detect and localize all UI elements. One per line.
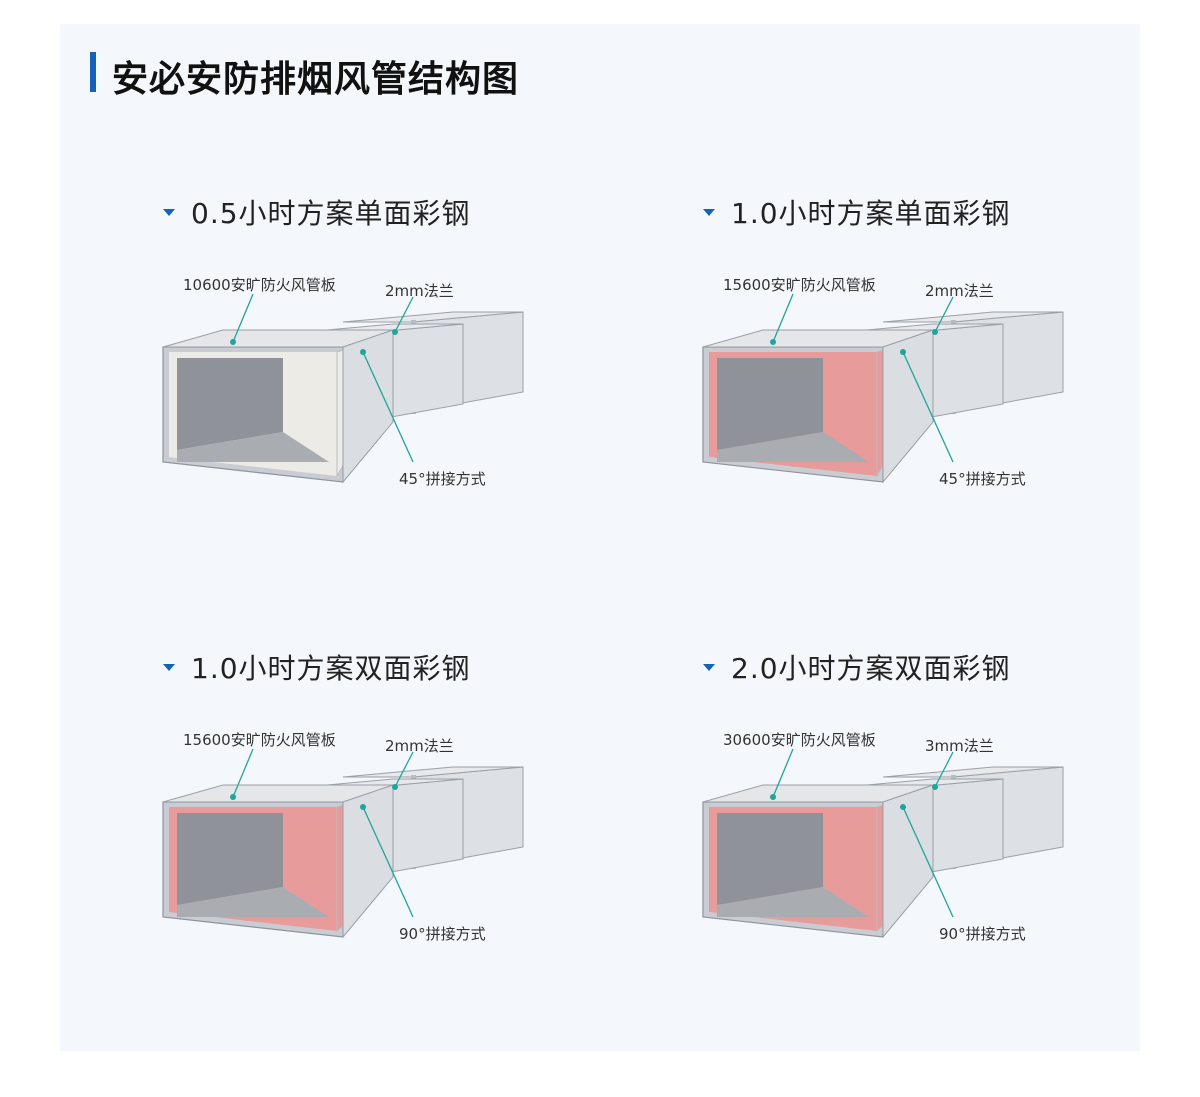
flange-label: 3mm法兰 bbox=[925, 737, 994, 755]
diagram-heading: 2.0小时方案双面彩钢 bbox=[731, 652, 1011, 685]
leader-dot bbox=[392, 784, 398, 790]
leader-dot bbox=[900, 804, 906, 810]
diagram-heading: 1.0小时方案双面彩钢 bbox=[191, 652, 471, 685]
duct-illustration bbox=[702, 293, 1064, 484]
leader-dot bbox=[900, 349, 906, 355]
caret-down-icon bbox=[703, 208, 715, 216]
board-label: 10600安旷防火风管板 bbox=[183, 276, 336, 294]
leader-lines bbox=[230, 748, 414, 918]
duct-front-section bbox=[702, 329, 934, 484]
diagram-3: 2.0小时方案双面彩钢 30600安旷防火风管板 3mm法兰 90°拼接方式 bbox=[702, 647, 1200, 1097]
diagram-heading-row: 1.0小时方案双面彩钢 bbox=[163, 647, 471, 687]
flange-label: 2mm法兰 bbox=[385, 737, 454, 755]
leader-lines bbox=[230, 293, 414, 463]
caret-down-icon bbox=[703, 663, 715, 671]
flange-label: 2mm法兰 bbox=[385, 282, 454, 300]
caret-down-icon bbox=[163, 208, 175, 216]
leader-dot bbox=[770, 794, 776, 800]
flange-label: 2mm法兰 bbox=[925, 282, 994, 300]
diagram-heading: 0.5小时方案单面彩钢 bbox=[191, 197, 471, 230]
leader-dot bbox=[360, 804, 366, 810]
duct-illustration bbox=[162, 293, 524, 484]
diagram-2: 1.0小时方案双面彩钢 15600安旷防火风管板 2mm法兰 90°拼接方式 bbox=[162, 647, 703, 1097]
board-label: 15600安旷防火风管板 bbox=[723, 276, 876, 294]
diagram-heading: 1.0小时方案单面彩钢 bbox=[731, 197, 1011, 230]
duct-illustration bbox=[162, 748, 524, 939]
diagram-heading-row: 1.0小时方案单面彩钢 bbox=[703, 192, 1011, 232]
leader-dot bbox=[770, 339, 776, 345]
board-label: 15600安旷防火风管板 bbox=[183, 731, 336, 749]
duct-front-section bbox=[162, 784, 394, 939]
joint-label: 45°拼接方式 bbox=[939, 470, 1026, 488]
joint-label: 90°拼接方式 bbox=[399, 925, 486, 943]
leader-dot bbox=[932, 329, 938, 335]
joint-label: 90°拼接方式 bbox=[939, 925, 1026, 943]
leader-dot bbox=[230, 339, 236, 345]
leader-dot bbox=[392, 329, 398, 335]
leader-lines bbox=[770, 293, 954, 463]
title-accent-bar bbox=[90, 52, 96, 92]
leader-dot bbox=[932, 784, 938, 790]
joint-label: 45°拼接方式 bbox=[399, 470, 486, 488]
leader-dot bbox=[230, 794, 236, 800]
duct-front-section bbox=[162, 329, 394, 484]
diagram-heading-row: 0.5小时方案单面彩钢 bbox=[163, 192, 471, 232]
page-title: 安必安防排烟风管结构图 bbox=[112, 59, 520, 100]
caret-down-icon bbox=[163, 663, 175, 671]
diagram-heading-row: 2.0小时方案双面彩钢 bbox=[703, 647, 1011, 687]
duct-front-section bbox=[702, 784, 934, 939]
board-label: 30600安旷防火风管板 bbox=[723, 731, 876, 749]
leader-lines bbox=[770, 748, 954, 918]
duct-illustration bbox=[702, 748, 1064, 939]
diagram-1: 1.0小时方案单面彩钢 15600安旷防火风管板 2mm法兰 45°拼接方式 bbox=[702, 192, 1200, 642]
diagram-0: 0.5小时方案单面彩钢 10600安旷防火风管板 2mm法兰 45°拼接方式 bbox=[162, 192, 703, 642]
leader-dot bbox=[360, 349, 366, 355]
